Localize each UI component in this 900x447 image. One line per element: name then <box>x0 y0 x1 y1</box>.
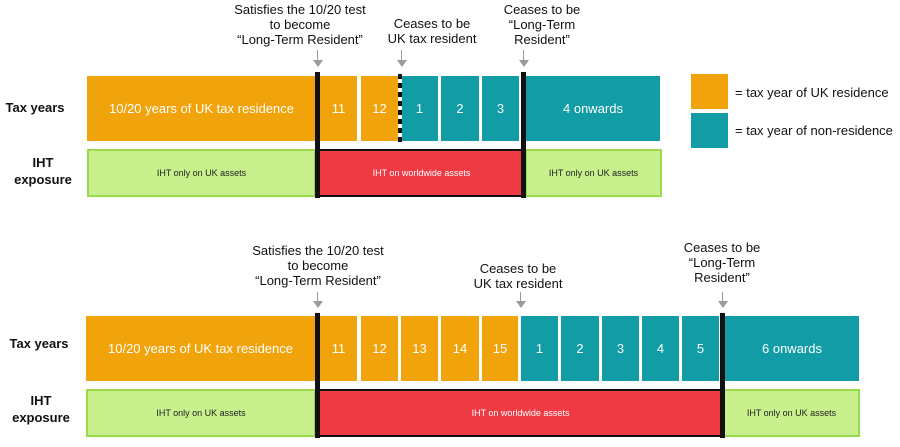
year-box-nonres-3: 3 <box>602 316 639 381</box>
iht-uk-assets-only-before: IHT only on UK assets <box>87 149 316 197</box>
marker-becomes-long-term-resident <box>315 72 320 198</box>
iht-uk-assets-only-after: IHT only on UK assets <box>723 389 860 437</box>
row-label-iht-exposure: IHT exposure <box>12 393 70 425</box>
marker-ceases-long-term-resident <box>521 72 526 198</box>
year-box-nonres-3: 3 <box>482 76 519 141</box>
year-block-residence-history: 10/20 years of UK tax residence <box>87 76 316 141</box>
row-label-iht-exposure: IHT exposure <box>14 155 72 187</box>
legend-label-uk-residence: = tax year of UK residence <box>735 85 889 100</box>
arrow-down-icon <box>516 301 526 308</box>
iht-worldwide-assets: IHT on worldwide assets <box>318 149 525 197</box>
arrow-line <box>401 50 402 60</box>
legend-swatch-uk-residence <box>691 74 728 109</box>
arrow-down-icon <box>718 301 728 308</box>
row-label-tax-years: Tax years <box>5 100 65 115</box>
year-box-nonres-1: 1 <box>521 316 558 381</box>
arrow-line <box>317 50 318 60</box>
iht-uk-assets-only-after: IHT only on UK assets <box>525 149 662 197</box>
year-box-12: 12 <box>361 316 398 381</box>
year-box-13: 13 <box>401 316 438 381</box>
year-box-nonres-4: 4 <box>642 316 679 381</box>
callout-ceases-long-term-resident: Ceases to be “Long-Term Resident” <box>683 240 761 285</box>
callout-ceases-uk-resident: Ceases to be UK tax resident <box>473 261 563 291</box>
callout-ceases-long-term-resident: Ceases to be “Long-Term Resident” <box>503 2 581 47</box>
year-box-nonres-2: 2 <box>441 76 479 141</box>
arrow-line <box>520 292 521 301</box>
year-block-onwards: 6 onwards <box>725 316 859 381</box>
arrow-line <box>722 292 723 301</box>
row-label-tax-years: Tax years <box>9 336 69 351</box>
legend-label-non-residence: = tax year of non-residence <box>735 123 893 138</box>
year-box-nonres-1: 1 <box>401 76 438 141</box>
marker-ceases-uk-resident <box>398 74 402 142</box>
arrow-down-icon <box>397 60 407 67</box>
arrow-down-icon <box>519 60 529 67</box>
year-box-15: 15 <box>482 316 518 381</box>
year-box-12: 12 <box>361 76 398 141</box>
callout-ceases-uk-resident: Ceases to be UK tax resident <box>387 16 477 46</box>
arrow-line <box>523 50 524 60</box>
callout-becomes-long-term-resident: Satisfies the 10/20 test to become “Long… <box>252 243 384 288</box>
year-box-14: 14 <box>441 316 479 381</box>
marker-becomes-long-term-resident <box>315 313 320 438</box>
year-box-11: 11 <box>320 316 357 381</box>
arrow-down-icon <box>313 301 323 308</box>
year-block-residence-history: 10/20 years of UK tax residence <box>86 316 315 381</box>
arrow-line <box>317 292 318 301</box>
arrow-down-icon <box>313 60 323 67</box>
year-block-onwards: 4 onwards <box>526 76 660 141</box>
callout-becomes-long-term-resident: Satisfies the 10/20 test to become “Long… <box>234 2 366 47</box>
legend-swatch-non-residence <box>691 113 728 148</box>
marker-ceases-long-term-resident <box>720 313 725 438</box>
year-box-11: 11 <box>320 76 357 141</box>
iht-uk-assets-only-before: IHT only on UK assets <box>86 389 316 437</box>
iht-worldwide-assets: IHT on worldwide assets <box>318 389 723 437</box>
year-box-nonres-2: 2 <box>561 316 599 381</box>
year-box-nonres-5: 5 <box>682 316 719 381</box>
